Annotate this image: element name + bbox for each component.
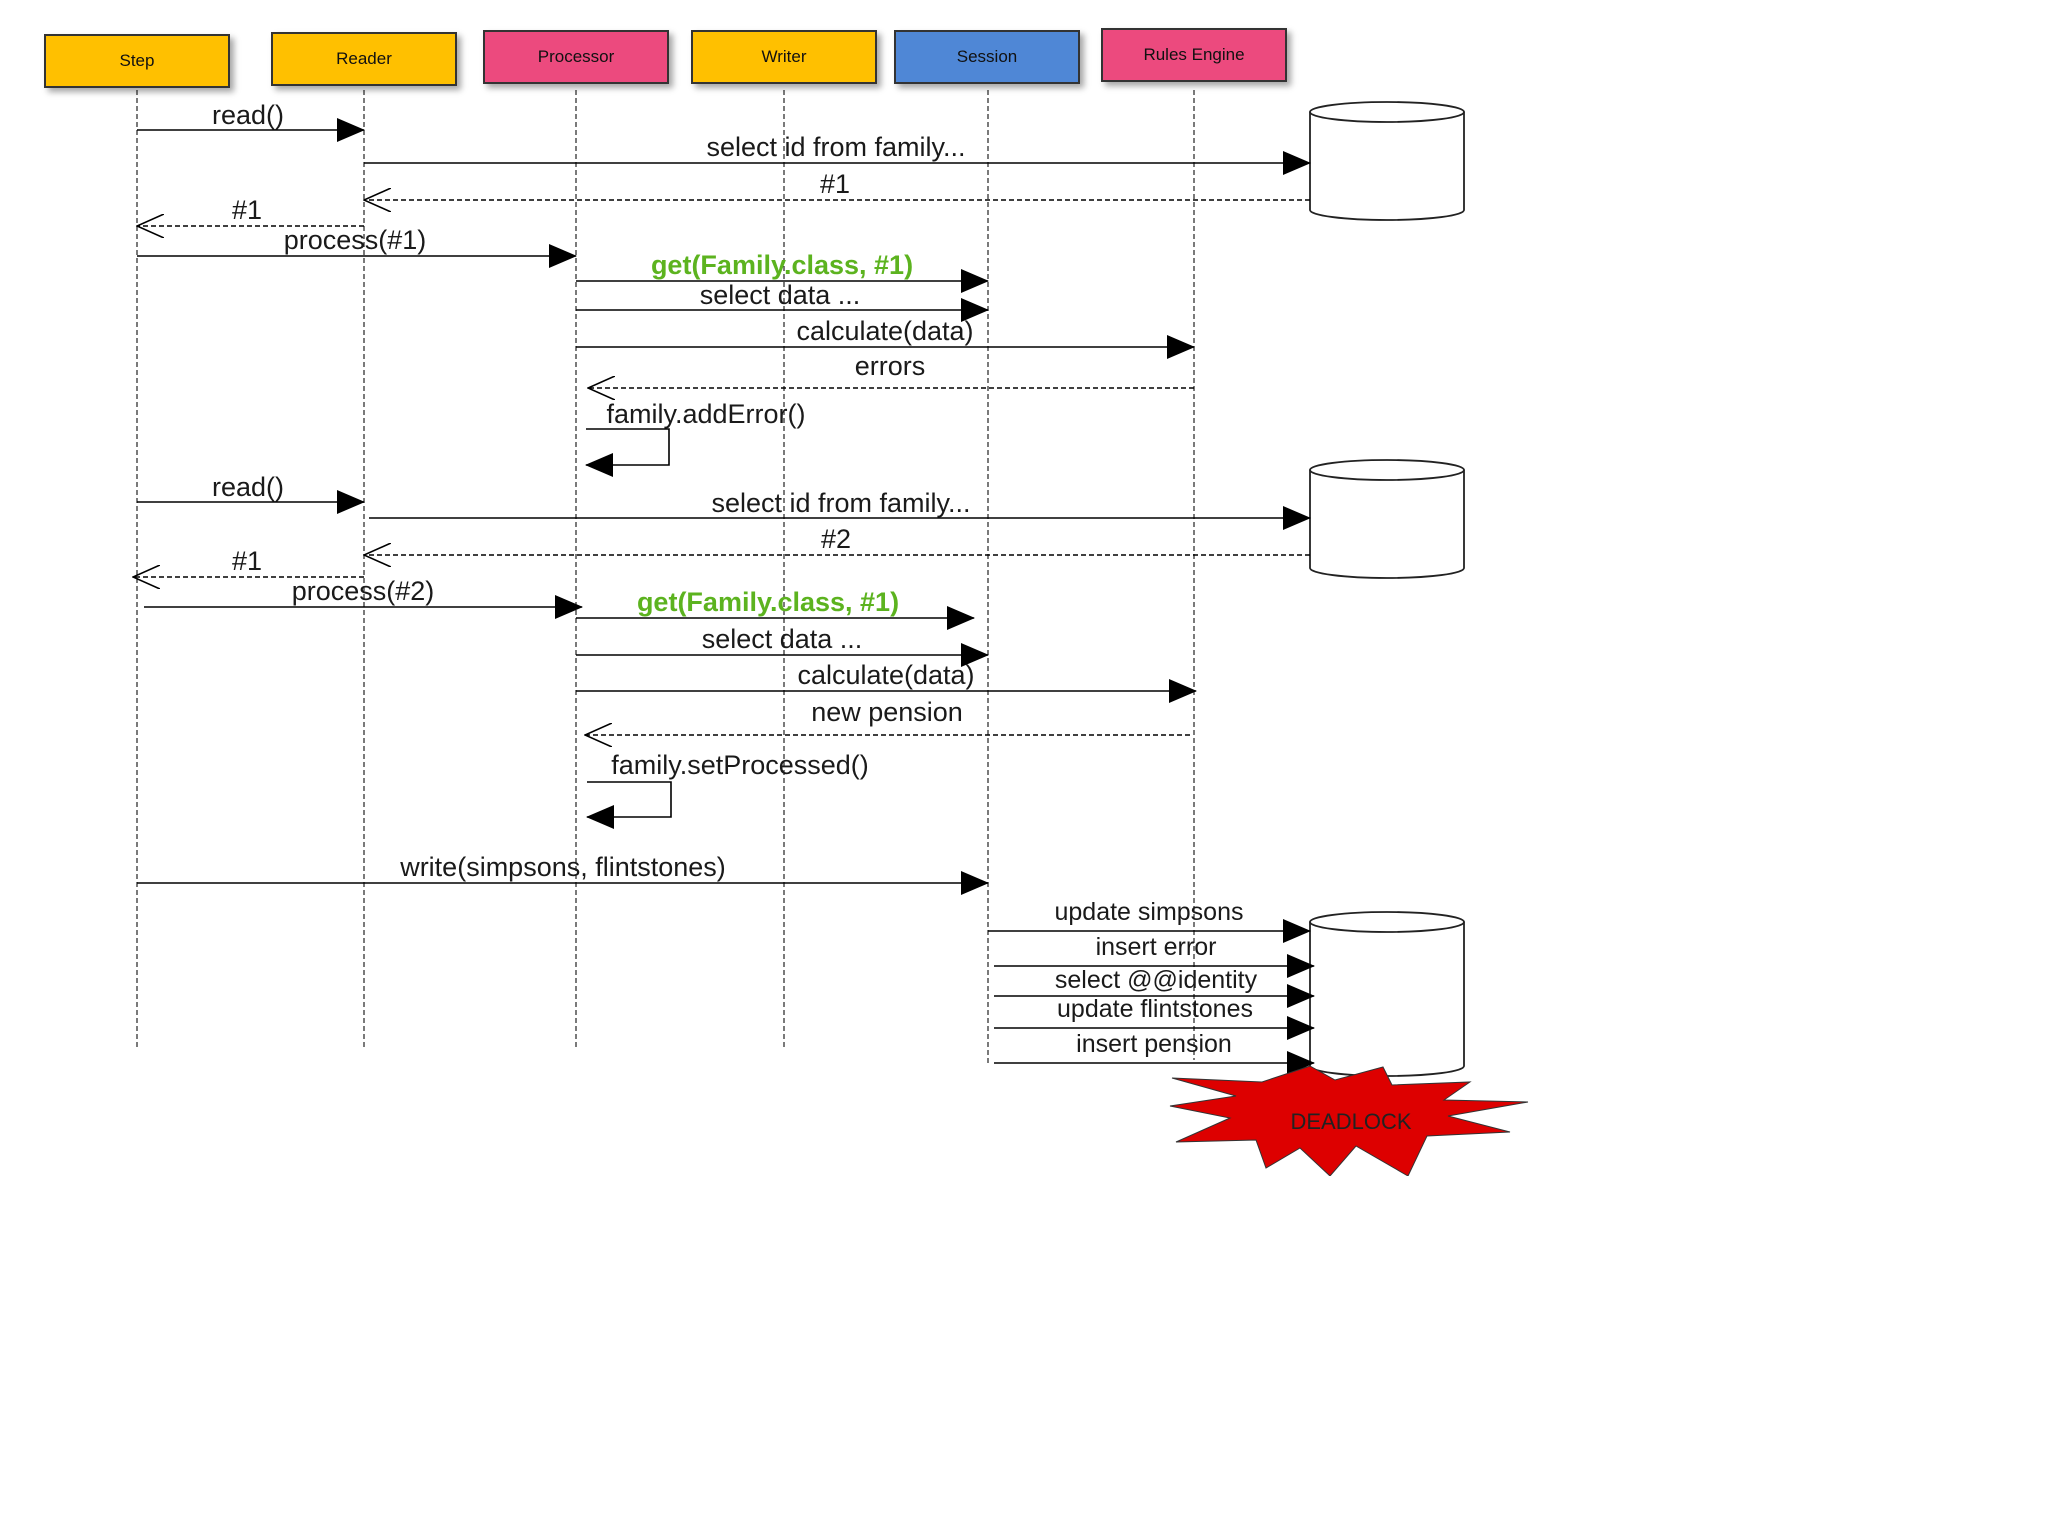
participant-writer: Writer <box>691 30 877 84</box>
sequence-diagram: Step Reader Processor Writer Session Rul… <box>0 28 1529 1176</box>
message-label: select id from family... <box>711 488 971 518</box>
message-label: select data ... <box>699 280 861 310</box>
message-label: #2 <box>820 524 852 554</box>
message-label: #1 <box>231 195 263 225</box>
database-icon <box>1309 101 1465 221</box>
participant-session: Session <box>894 30 1080 84</box>
message-label-highlight: get(Family.class, #1) <box>650 250 914 280</box>
participant-processor: Processor <box>483 30 669 84</box>
message-label: calculate(data) <box>796 316 974 346</box>
message-label: process(#2) <box>291 576 435 606</box>
message-label: update flintstones <box>1057 995 1253 1023</box>
message-label: process(#1) <box>283 225 427 255</box>
participant-step: Step <box>44 34 230 88</box>
deadlock-burst <box>1169 1065 1529 1176</box>
participant-reader: Reader <box>271 32 457 86</box>
message-label: #1 <box>819 169 851 199</box>
database-icon <box>1309 911 1465 1077</box>
message-label: family.addError() <box>606 399 806 429</box>
arrow-set-processed-self <box>586 781 672 829</box>
diagram-canvas <box>0 90 1529 1176</box>
message-label: select @@identity <box>1054 966 1258 994</box>
arrow-add-error-self <box>585 428 670 477</box>
message-label: insert pension <box>1076 1030 1232 1058</box>
message-label: new pension <box>811 697 963 727</box>
message-label: select data ... <box>701 624 863 654</box>
message-label: errors <box>854 351 926 381</box>
message-label-highlight: get(Family.class, #1) <box>636 587 900 617</box>
message-label: write(simpsons, flintstones) <box>400 852 726 882</box>
message-arrows <box>133 118 1315 1075</box>
message-label: update simpsons <box>1054 898 1244 926</box>
message-label: family.setProcessed() <box>611 750 869 780</box>
message-label: select id from family... <box>706 132 966 162</box>
message-label: insert error <box>1095 933 1217 961</box>
message-label: #1 <box>231 546 263 576</box>
message-label: read() <box>211 472 285 502</box>
message-label: read() <box>211 100 285 130</box>
database-icon <box>1309 459 1465 579</box>
participant-rules-engine: Rules Engine <box>1101 28 1287 82</box>
message-label: calculate(data) <box>797 660 975 690</box>
deadlock-label: DEADLOCK <box>1290 1109 1412 1134</box>
